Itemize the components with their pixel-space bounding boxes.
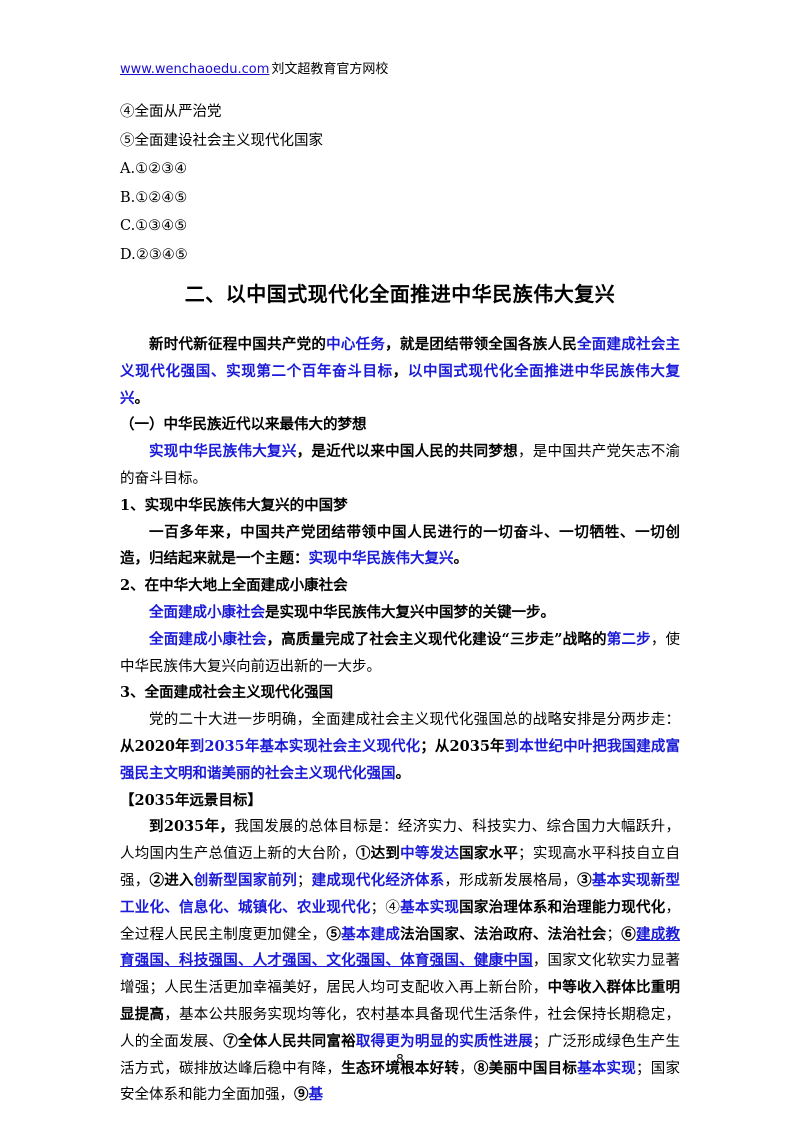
option-a: A.①②③④ [120,161,188,177]
option-c: C.①③④⑤ [120,218,188,234]
subheading-3: 2、在中华大地上全面建成小康社会 [120,577,348,595]
paragraph-dream: 实现中华民族伟大复兴，是近代以来中国人民的共同梦想，是中国共产党矢志不渝的奋斗目… [120,443,681,487]
list-item: ⑤全面建设社会主义现代化国家 [120,132,323,149]
subheading-4: 3、全面建成社会主义现代化强国 [120,684,334,702]
option-d: D.②③④⑤ [120,246,188,263]
list-item: ④全面从严治党 [120,104,222,120]
paragraph-two-steps: 党的二十大进一步明确，全面建成社会主义现代化强国总的战略安排是分两步走：从202… [120,712,681,782]
subheading-2035: 【2035年远景目标】 [120,791,262,809]
paragraph-xiaokang-1: 全面建成小康社会是实现中华民族伟大复兴中国梦的关键一步。 [149,603,555,621]
paragraph-2035-goals: 到2035年，我国发展的总体目标是：经济实力、科技实力、综合国力大幅跃升，人均国… [120,818,681,1104]
answer-options: ④全面从严治党 ⑤全面建设社会主义现代化国家 A.①②③④ B.①②④⑤ C.①… [120,98,323,269]
subheading-2: 1、实现中华民族伟大复兴的中国梦 [120,496,348,514]
main-content: 新时代新征程中国共产党的中心任务，就是团结带领全国各族人民全面建成社会主义现代化… [120,332,680,1109]
subheading-1: （一）中华民族近代以来最伟大的梦想 [120,416,367,434]
option-b: B.①②④⑤ [120,189,188,206]
page-number: 8 [396,1052,404,1066]
paragraph-theme: 一百多年来，中国共产党团结带领中国人民进行的一切奋斗、一切牺牲、一切创造，归结起… [120,523,680,568]
website-link[interactable]: www.wenchaoedu.com [120,62,270,77]
site-name: 刘文超教育官方网校 [271,62,389,77]
paragraph-xiaokang-2: 全面建成小康社会，高质量完成了社会主义现代化建设“三步走”战略的第二步，使中华民… [120,630,681,675]
section-title: 二、以中国式现代化全面推进中华民族伟大复兴 [184,282,616,306]
paragraph-intro: 新时代新征程中国共产党的中心任务，就是团结带领全国各族人民全面建成社会主义现代化… [120,336,681,407]
